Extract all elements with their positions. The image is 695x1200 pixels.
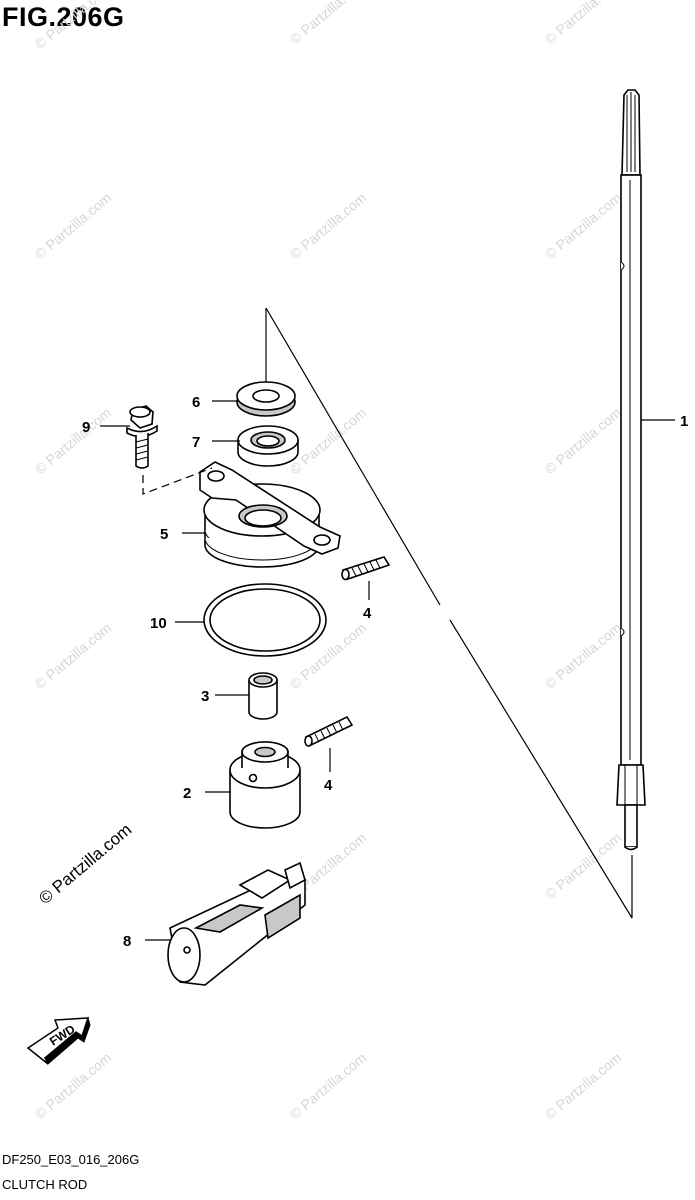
part-7-oil-seal[interactable] <box>237 425 299 467</box>
part-5-case[interactable] <box>199 461 341 568</box>
watermark: © Partzilla.com <box>542 404 625 477</box>
watermark-large: © Partzilla.com <box>35 820 135 908</box>
watermarks: © Partzilla.com © Partzilla.com © Partzi… <box>32 0 625 1122</box>
part-3-bushing[interactable] <box>248 672 278 720</box>
callout-7: 7 <box>192 434 200 451</box>
watermark: © Partzilla.com <box>287 189 370 262</box>
diagram-code: DF250_E03_016_206G <box>2 1152 140 1167</box>
watermark: © Partzilla.com <box>542 189 625 262</box>
figure-title: FIG.206G <box>2 2 125 32</box>
watermark: © Partzilla.com <box>542 1049 625 1122</box>
callout-4-lower: 4 <box>324 777 333 794</box>
callouts: 1 6 7 9 5 4 10 3 4 2 8 <box>82 394 688 950</box>
part-4-pin-lower[interactable] <box>304 715 354 747</box>
part-10-o-ring[interactable] <box>203 583 327 657</box>
callout-2: 2 <box>183 785 191 802</box>
callout-5: 5 <box>160 526 168 543</box>
watermark: © Partzilla.com <box>32 404 115 477</box>
watermark: © Partzilla.com <box>287 1049 370 1122</box>
callout-3: 3 <box>201 688 209 705</box>
callout-9: 9 <box>82 419 90 436</box>
watermark: © Partzilla.com <box>542 619 625 692</box>
callout-10: 10 <box>150 615 167 632</box>
leader-lines <box>100 307 675 941</box>
callout-6: 6 <box>192 394 200 411</box>
part-4-pin-upper[interactable] <box>341 556 391 581</box>
watermark: © Partzilla.com <box>287 404 370 477</box>
part-8-slider[interactable] <box>167 861 306 986</box>
watermark: © Partzilla.com <box>32 619 115 692</box>
callout-4-upper: 4 <box>363 605 372 622</box>
watermark: © Partzilla.com <box>32 189 115 262</box>
watermark: © Partzilla.com <box>287 0 370 47</box>
part-2-clutch-cam[interactable] <box>229 741 301 829</box>
part-9-bolt[interactable] <box>126 405 158 469</box>
callout-1: 1 <box>680 413 688 430</box>
watermark: © Partzilla.com <box>542 829 625 902</box>
callout-8: 8 <box>123 933 131 950</box>
part-6-washer[interactable] <box>236 381 296 417</box>
diagram-name: CLUTCH ROD <box>2 1177 88 1192</box>
watermark: © Partzilla.com <box>542 0 625 47</box>
fwd-arrow-icon: FWD <box>26 1016 91 1065</box>
part-1-clutch-rod[interactable] <box>616 89 646 851</box>
watermark: © Partzilla.com <box>32 0 115 52</box>
